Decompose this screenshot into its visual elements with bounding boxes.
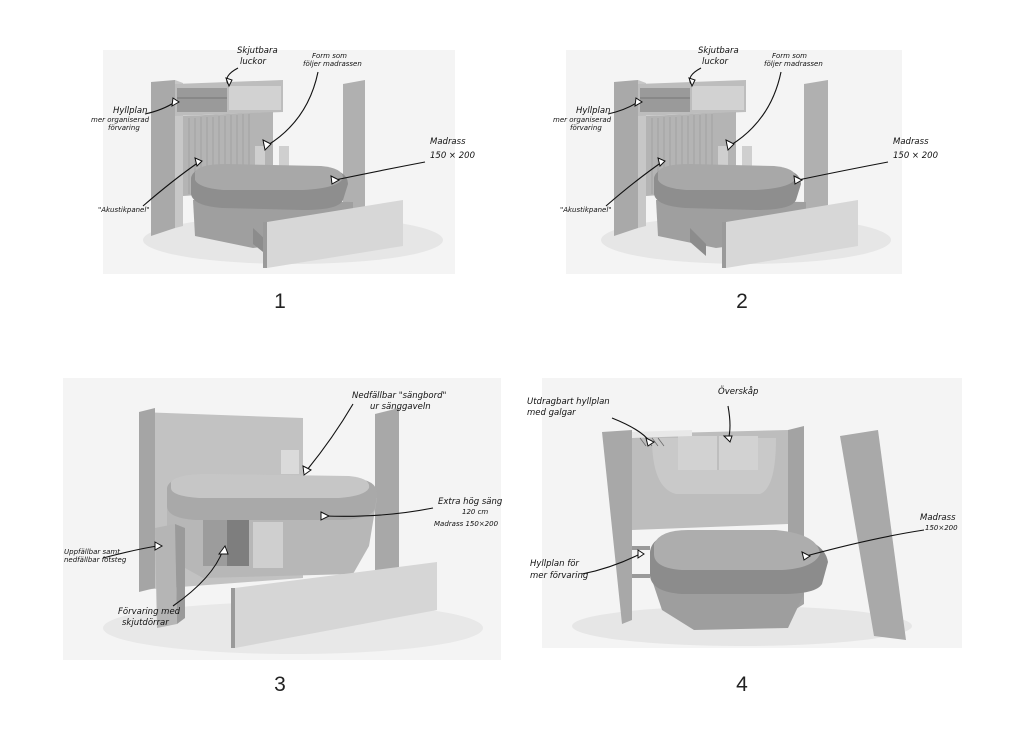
label-side-3: Uppfällbar samt (64, 548, 120, 556)
bed-render-3 (102, 403, 483, 654)
label-storage-3: Förvaring med (118, 607, 181, 617)
label-shelf-2b: mer organiserad (553, 116, 612, 124)
label-bed-3b: 120 cm (462, 508, 488, 516)
label-form-1: Form som (312, 52, 347, 60)
label-mattress-4b: 150×200 (925, 524, 958, 532)
label-shelf-4: Hyllplan för (530, 559, 579, 569)
panel-number-2: 2 (736, 290, 748, 313)
bed-render-1 (142, 67, 443, 268)
label-bed-3: Extra hög säng (438, 497, 503, 507)
label-side-3b: nedfällbar fotsteg (64, 556, 127, 564)
label-form-2b: följer madrassen (764, 60, 823, 68)
label-acoustic-2: "Akustikpanel" (560, 206, 612, 214)
render-panel-1 (103, 50, 455, 274)
panel-number-3: 3 (274, 673, 286, 696)
label-pull-4b: med galgar (527, 408, 576, 418)
bed-render-4 (572, 405, 925, 646)
label-shelf-1: Hyllplan (113, 106, 148, 116)
render-panel-2 (566, 50, 902, 274)
label-fold-3b: ur sänggaveln (370, 402, 431, 412)
label-mattress-1b: 150 × 200 (430, 151, 475, 161)
label-storage-3b: skjutdörrar (122, 618, 169, 628)
label-fold-3: Nedfällbar "sängbord" (352, 391, 447, 401)
panel-number-4: 4 (736, 673, 748, 696)
label-shelf-4b: mer förvaring (530, 571, 589, 581)
label-shelf-2: Hyllplan (576, 106, 611, 116)
label-shelf-2c: förvaring (570, 124, 602, 132)
label-mattress-4: Madrass (920, 513, 956, 523)
label-over-4: Överskåp (718, 386, 758, 397)
render-panel-3 (63, 378, 501, 660)
label-acoustic-1: "Akustikpanel" (98, 206, 150, 214)
label-pull-4: Utdragbart hyllplan (527, 397, 610, 407)
label-sliding-doors-1b: luckor (240, 57, 267, 67)
label-mattress-2: Madrass (893, 137, 929, 147)
bed-render-2 (601, 67, 891, 268)
label-shelf-1c: förvaring (108, 124, 140, 132)
render-panel-4 (542, 378, 962, 648)
label-bed-3c: Madrass 150×200 (434, 520, 499, 528)
label-mattress-2b: 150 × 200 (893, 151, 938, 161)
label-sliding-doors-1: Skjutbara (237, 46, 278, 56)
label-shelf-1b: mer organiserad (91, 116, 150, 124)
label-form-1b: följer madrassen (303, 60, 362, 68)
label-sliding-doors-2: Skjutbara (698, 46, 739, 56)
label-sliding-doors-2b: luckor (702, 57, 729, 67)
label-mattress-1: Madrass (430, 137, 466, 147)
panel-number-1: 1 (274, 290, 286, 313)
label-form-2: Form som (772, 52, 807, 60)
